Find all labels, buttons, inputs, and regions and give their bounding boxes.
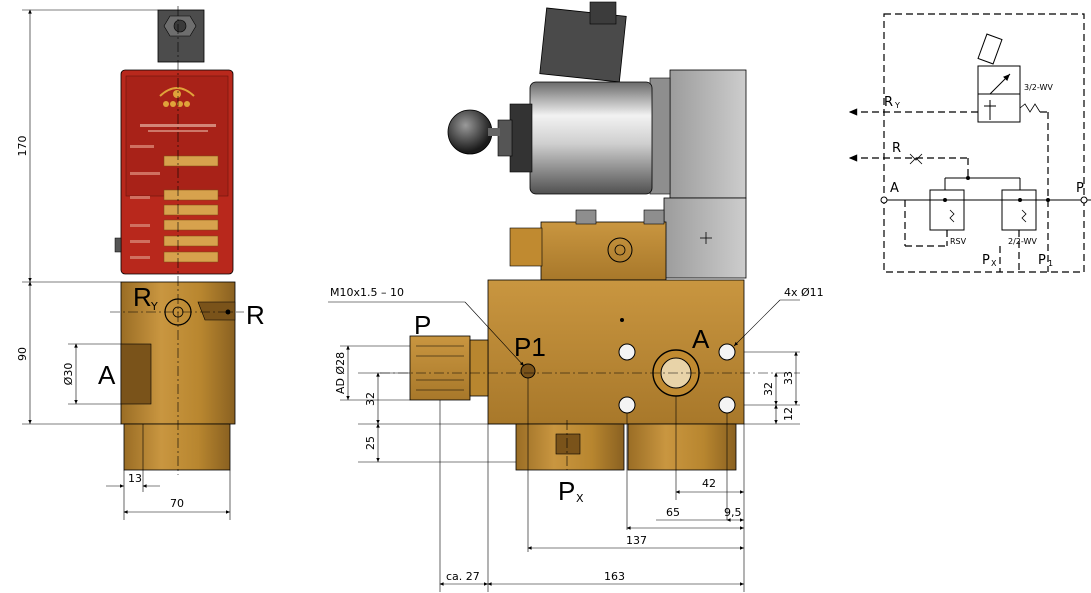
label-plate [163, 235, 219, 247]
valve-32-upper [977, 65, 1021, 95]
dim-12: 12 [782, 407, 795, 421]
dim-170: 170 [16, 136, 29, 157]
hydraulic-schematic: R Y R A P 3/2-WV RSV 2/2-WV P X P 1 [848, 13, 1091, 273]
dim-32-right: 32 [762, 382, 775, 396]
sch-px-sub: X [991, 259, 997, 268]
dim-dia30: Ø30 [62, 363, 75, 386]
manual-override-knob [447, 109, 493, 155]
center-view: M10x1.5 – 10 4x Ø11 P P1 A P X AD Ø28 32… [328, 1, 824, 592]
sch-rsv: RSV [950, 237, 967, 246]
dim-137: 137 [626, 534, 647, 547]
valve-22 [1001, 189, 1037, 231]
sch-p: P [1076, 181, 1084, 196]
port-p-fitting [409, 335, 471, 401]
sch-px: P [982, 253, 990, 268]
port-a [120, 343, 152, 405]
sch-ry-sub: Y [894, 101, 900, 110]
solenoid-coil [529, 81, 653, 195]
label-plate [163, 155, 219, 167]
dim-65: 65 [666, 506, 680, 519]
label-port-r: R [246, 300, 265, 330]
solenoid-housing [669, 69, 747, 199]
dim-163: 163 [604, 570, 625, 583]
holes-callout: 4x Ø11 [784, 286, 824, 299]
label-port-a: A [692, 324, 710, 354]
dim-ca27: ca. 27 [446, 570, 480, 583]
label-plate [163, 189, 219, 201]
mount-hole [618, 396, 636, 414]
valve-32-lower [977, 93, 1021, 123]
label-port-a: A [98, 360, 116, 390]
dim-9-5: 9,5 [724, 506, 742, 519]
dim-25: 25 [364, 436, 377, 450]
label-port-p: P [414, 310, 431, 340]
sch-a: A [890, 181, 899, 196]
dim-13: 13 [128, 472, 142, 485]
sch-p1: P [1038, 253, 1046, 268]
port-r [197, 301, 236, 321]
schematic-boundary [883, 13, 1085, 273]
sch-p1-sub: 1 [1048, 259, 1053, 268]
sch-valve-32: 3/2-WV [1024, 83, 1053, 92]
label-port-ry-sub: Y [150, 300, 158, 313]
thread-callout: M10x1.5 – 10 [330, 286, 404, 299]
side-fitting [509, 227, 543, 267]
sch-r: R [892, 141, 901, 156]
label-port-px: P [558, 476, 575, 506]
rsv-valve [929, 189, 965, 231]
dim-33: 33 [782, 371, 795, 385]
label-plate [163, 251, 219, 263]
dim-70: 70 [170, 497, 184, 510]
dim-32-left: 32 [364, 392, 377, 406]
mount-hole [718, 396, 736, 414]
main-body [487, 279, 745, 425]
left-view: 170 90 Ø30 13 70 A R Y R [16, 6, 265, 520]
port-px [555, 433, 581, 455]
label-port-ry: R [133, 282, 152, 312]
dim-90: 90 [16, 347, 29, 361]
sch-ry: R [884, 95, 893, 110]
port-p1 [520, 363, 536, 379]
logo-mark [159, 87, 195, 107]
sch-valve-22: 2/2-WV [1008, 237, 1037, 246]
dim-42: 42 [702, 477, 716, 490]
solenoid-plug [539, 7, 627, 83]
label-port-px-sub: X [576, 492, 584, 505]
dim-ad28: AD Ø28 [334, 352, 347, 394]
upper-body [540, 221, 667, 281]
solenoid-symbol [977, 33, 1003, 65]
mount-hole [618, 343, 636, 361]
label-port-p1: P1 [514, 332, 546, 362]
label-plate [163, 204, 219, 216]
mount-hole [718, 343, 736, 361]
label-plate [163, 219, 219, 231]
